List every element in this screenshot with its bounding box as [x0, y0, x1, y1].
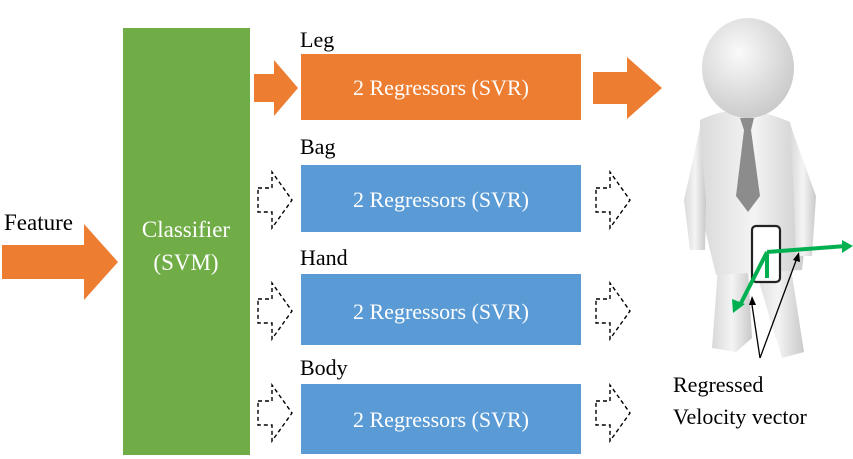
input-arrow: [2, 224, 118, 300]
branch-label-bag: Bag: [300, 134, 335, 159]
regressor-label-body: 2 Regressors (SVR): [353, 407, 529, 432]
classifier-box: [123, 28, 250, 455]
person-left-arm: [684, 128, 706, 250]
velocity-vector: [732, 240, 853, 359]
person-tie: [736, 118, 760, 212]
regressor-label-bag: 2 Regressors (SVR): [353, 187, 529, 212]
output-label-line1: Regressed: [673, 372, 763, 397]
branch-in-arrow-hand: [257, 280, 293, 342]
person-figure: [684, 18, 816, 358]
regressor-box-leg: [301, 54, 581, 120]
branch-label-hand: Hand: [300, 245, 348, 270]
branch-out-arrow-bag: [595, 169, 631, 231]
regressor-label-leg: 2 Regressors (SVR): [353, 75, 529, 100]
branch-in-arrow-bag: [257, 169, 293, 231]
output-label-line2: Velocity vector: [673, 404, 807, 429]
regressor-label-hand: 2 Regressors (SVR): [353, 299, 529, 324]
input-label: Feature: [4, 210, 73, 235]
branch-in-arrow-body: [257, 382, 293, 444]
branch-out-arrow-body: [595, 382, 631, 444]
branch-out-arrow-hand: [595, 280, 631, 342]
regressor-box-hand: [301, 274, 581, 345]
person-right-arm: [790, 124, 816, 256]
branch-label-body: Body: [300, 355, 348, 380]
person-left-leg: [712, 268, 752, 352]
branch-label-leg: Leg: [300, 27, 334, 52]
branch-out-arrow-leg: [593, 57, 662, 119]
branch-in-arrow-leg: [254, 60, 298, 116]
classifier-label-line2: (SVM): [153, 250, 218, 275]
classifier-label-line1: Classifier: [142, 217, 230, 242]
regressor-box-bag: [301, 165, 581, 232]
person-head: [702, 18, 794, 118]
regressor-box-body: [301, 384, 581, 454]
